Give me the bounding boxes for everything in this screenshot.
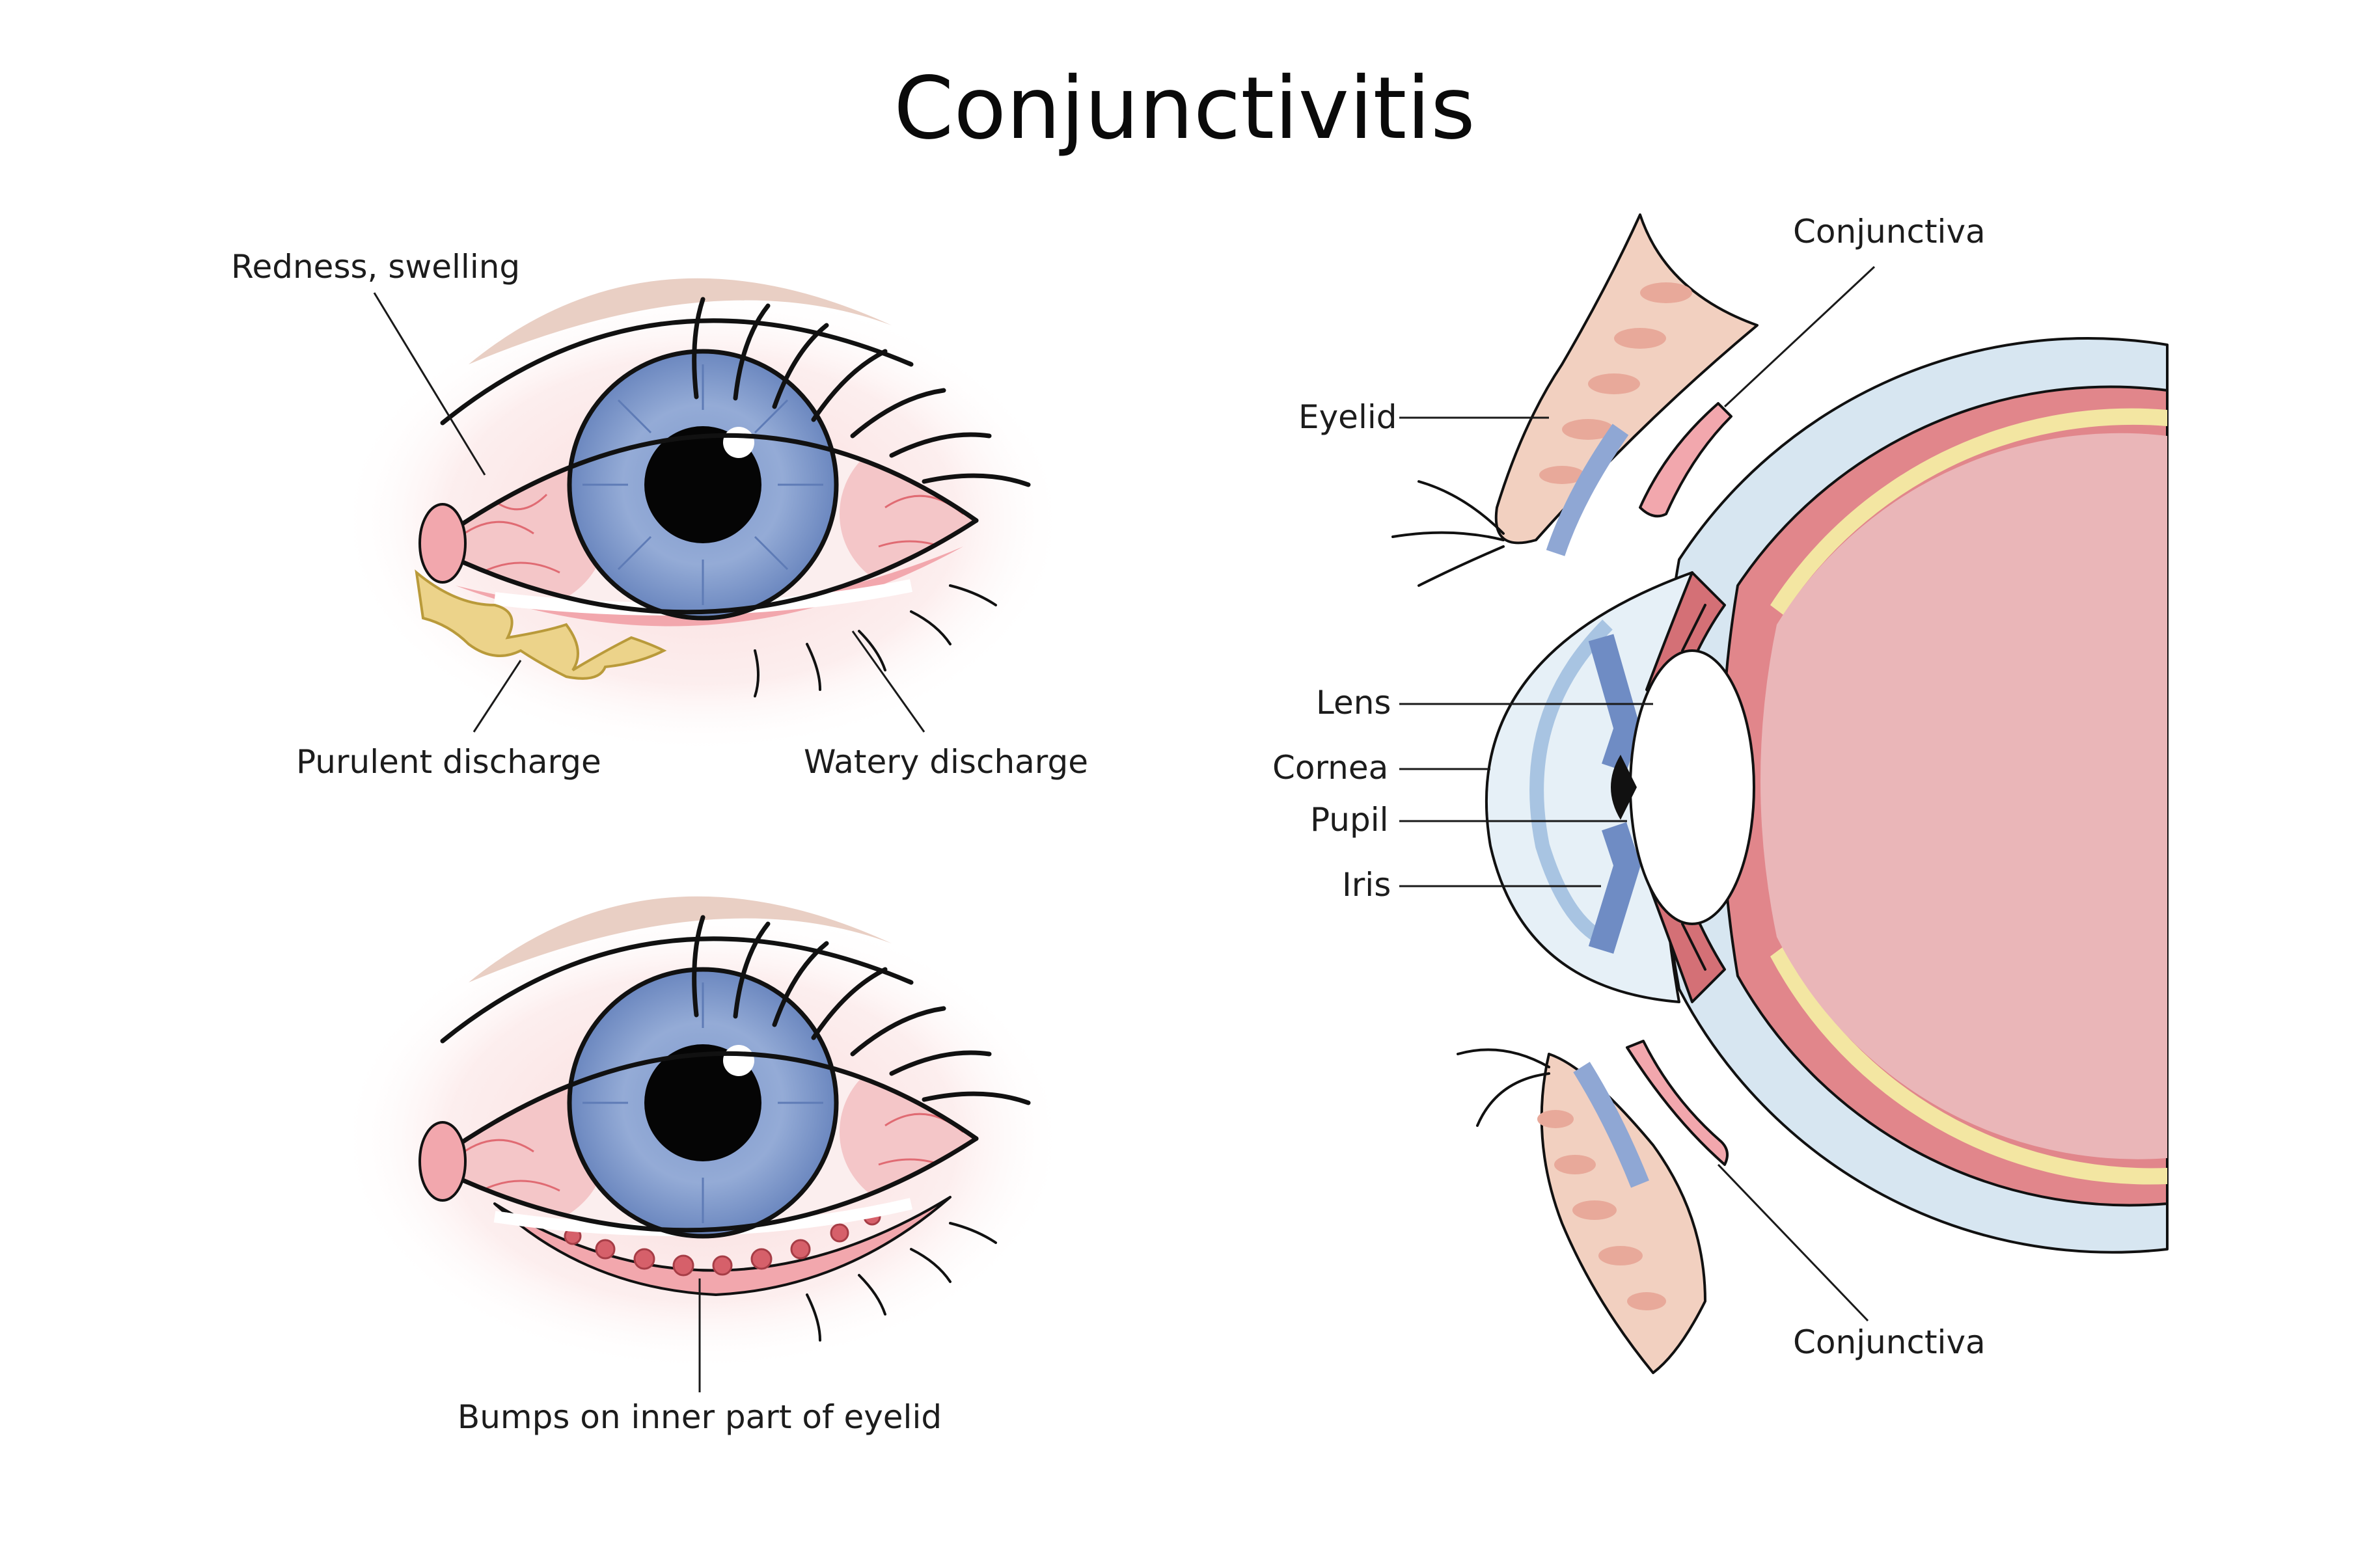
lower-eyelid-glands [1537, 1110, 1666, 1310]
lower-eyelid [1540, 1053, 1706, 1374]
pupil-highlight [723, 427, 754, 458]
label-conjunctiva-top: Conjunctiva [1793, 213, 1986, 250]
lower-lid-line [427, 1136, 979, 1233]
brow-skin [469, 896, 892, 982]
iris-upper [1588, 634, 1641, 772]
leader-watery [851, 630, 925, 733]
lower-lashes [754, 584, 997, 697]
eye-bumps [338, 896, 1067, 1373]
brow-skin [469, 278, 892, 364]
iris-fibers [582, 364, 823, 605]
upper-lid-line [427, 1051, 979, 1167]
conjunctiva-upper [1639, 402, 1732, 518]
caruncle [418, 503, 467, 584]
label-bumps: Bumps on inner part of eyelid [458, 1398, 942, 1436]
conjunctiva-lower [1626, 1040, 1729, 1166]
label-eyelid: Eyelid [1298, 398, 1397, 436]
upper-lid-line [427, 433, 979, 549]
purulent-discharge [415, 569, 667, 680]
label-watery: Watery discharge [804, 743, 1088, 781]
label-redness: Redness, swelling [231, 248, 520, 286]
zonule-lower [1681, 923, 1706, 971]
eyelid-crease [440, 936, 914, 1044]
iris-lower [1588, 822, 1641, 954]
label-conjunctiva-bottom: Conjunctiva [1793, 1323, 1986, 1361]
retina-bottom [1770, 947, 2167, 1185]
leader-conjunctiva-bottom [1717, 1163, 1869, 1322]
retina-top [1770, 408, 2167, 615]
upper-lashes [692, 915, 1031, 1105]
label-pupil: Pupil [1310, 801, 1388, 839]
cornea-inner [1529, 619, 1617, 951]
label-cornea: Cornea [1272, 749, 1388, 787]
label-lens: Lens [1316, 684, 1391, 722]
eye-purulent-watery [338, 278, 1067, 755]
vitreous-body [1760, 433, 2167, 1159]
cross-section-lashes [1391, 480, 1550, 1127]
upper-lashes [692, 297, 1031, 487]
pupil-opening [1611, 755, 1637, 820]
pupil-highlight [723, 1045, 754, 1076]
eye-cross-section [1391, 213, 2169, 1374]
label-iris: Iris [1342, 866, 1391, 904]
upper-eyelid-glands [1539, 282, 1692, 484]
page-title: Conjunctivitis [894, 59, 1475, 159]
leader-redness [373, 292, 486, 476]
upper-tarsal-plate [1546, 424, 1629, 556]
lower-tarsal-plate [1573, 1062, 1649, 1188]
label-purulent: Purulent discharge [296, 743, 601, 781]
caruncle [418, 1121, 467, 1202]
zonule-upper [1681, 604, 1706, 652]
eyelid-bumps [564, 1208, 881, 1277]
leader-conjunctiva-top [1723, 265, 1876, 408]
eyelid-crease [440, 318, 914, 426]
lower-lashes [806, 1222, 997, 1342]
leader-purulent [472, 660, 522, 733]
iris-fibers [582, 982, 823, 1223]
lens [1629, 649, 1755, 925]
lower-lid-line [427, 518, 979, 615]
